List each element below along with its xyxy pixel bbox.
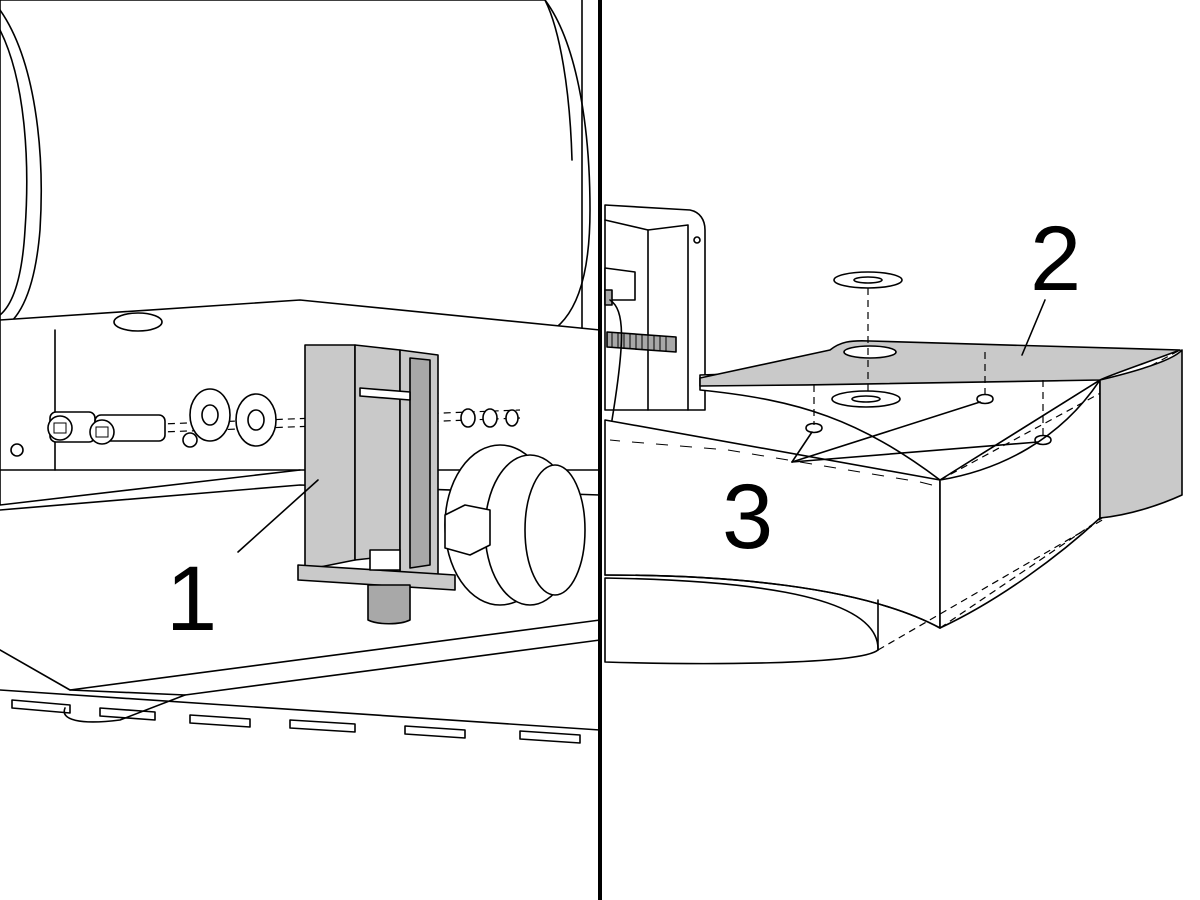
leader-line-3c (791, 441, 1039, 463)
callout-1: 1 (166, 548, 217, 650)
right-panel: 2 3 (604, 204, 1183, 665)
leader-line-2 (1021, 299, 1046, 356)
top-bracket (699, 339, 1183, 519)
bolt-assembly (47, 388, 521, 447)
base-skirt (0, 619, 601, 744)
cylinder-housing (0, 0, 591, 336)
machine-body (604, 204, 706, 421)
washers (831, 271, 903, 408)
leader-line-3a (791, 431, 813, 463)
pulley (444, 444, 586, 606)
cabinet-panel (604, 419, 941, 665)
panel-divider (598, 0, 602, 900)
leader-line-1 (237, 479, 319, 553)
callout-2: 2 (1030, 208, 1081, 310)
left-panel: 1 (0, 0, 601, 744)
callout-3: 3 (722, 466, 773, 568)
u-bracket (297, 344, 456, 625)
leader-line-3b (791, 401, 981, 463)
